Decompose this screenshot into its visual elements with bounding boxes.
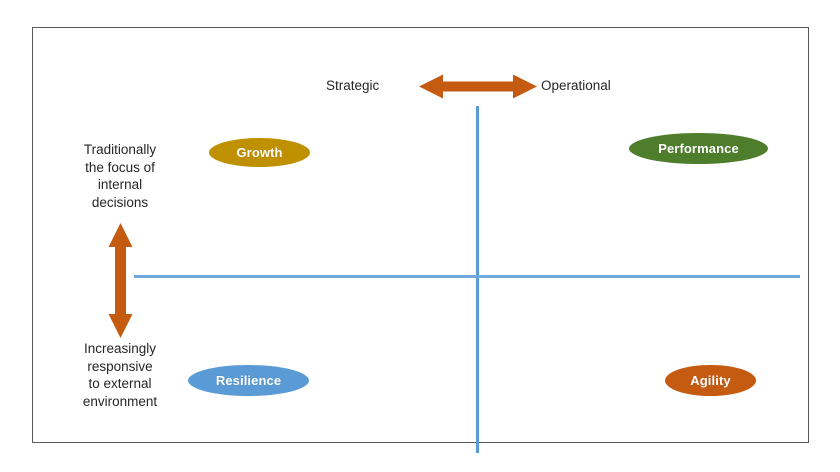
axis-label-internal-decisions-line-4: decisions: [91, 194, 149, 210]
axis-label-internal-decisions-line-1: Traditionally: [83, 142, 157, 157]
axis-label-internal-decisions-line-2: the focus of: [85, 159, 155, 175]
strategic-operational-double-arrow-icon: [419, 74, 537, 99]
axis-label-external-environment-line-2: responsive: [87, 358, 153, 374]
internal-external-double-arrow-icon: [108, 223, 133, 338]
horizontal-axis-segment-right: [530, 275, 800, 278]
quadrant-item-performance[interactable]: Performance: [629, 133, 768, 164]
vertical-axis-line: [476, 106, 479, 453]
axis-label-strategic: Strategic: [326, 78, 380, 93]
axis-label-external-environment: Increasingly responsive to external envi…: [65, 340, 175, 410]
axis-label-external-environment-line-3: to external: [88, 376, 152, 391]
quadrant-item-agility[interactable]: Agility: [665, 365, 756, 396]
quadrant-item-resilience[interactable]: Resilience: [188, 365, 309, 396]
quadrant-item-growth[interactable]: Growth: [209, 138, 310, 167]
axis-label-external-environment-line-4: environment: [82, 393, 158, 409]
axis-label-internal-decisions-line-3: internal: [97, 177, 143, 192]
horizontal-axis-line: [134, 275, 800, 278]
axis-label-external-environment-line-1: Increasingly: [83, 341, 157, 356]
axis-label-operational: Operational: [541, 78, 611, 93]
horizontal-axis-segment-left: [134, 275, 529, 278]
axis-label-internal-decisions: Traditionally the focus of internal deci…: [65, 141, 175, 211]
diagram-frame: Strategic Operational Traditionally the …: [32, 27, 809, 453]
